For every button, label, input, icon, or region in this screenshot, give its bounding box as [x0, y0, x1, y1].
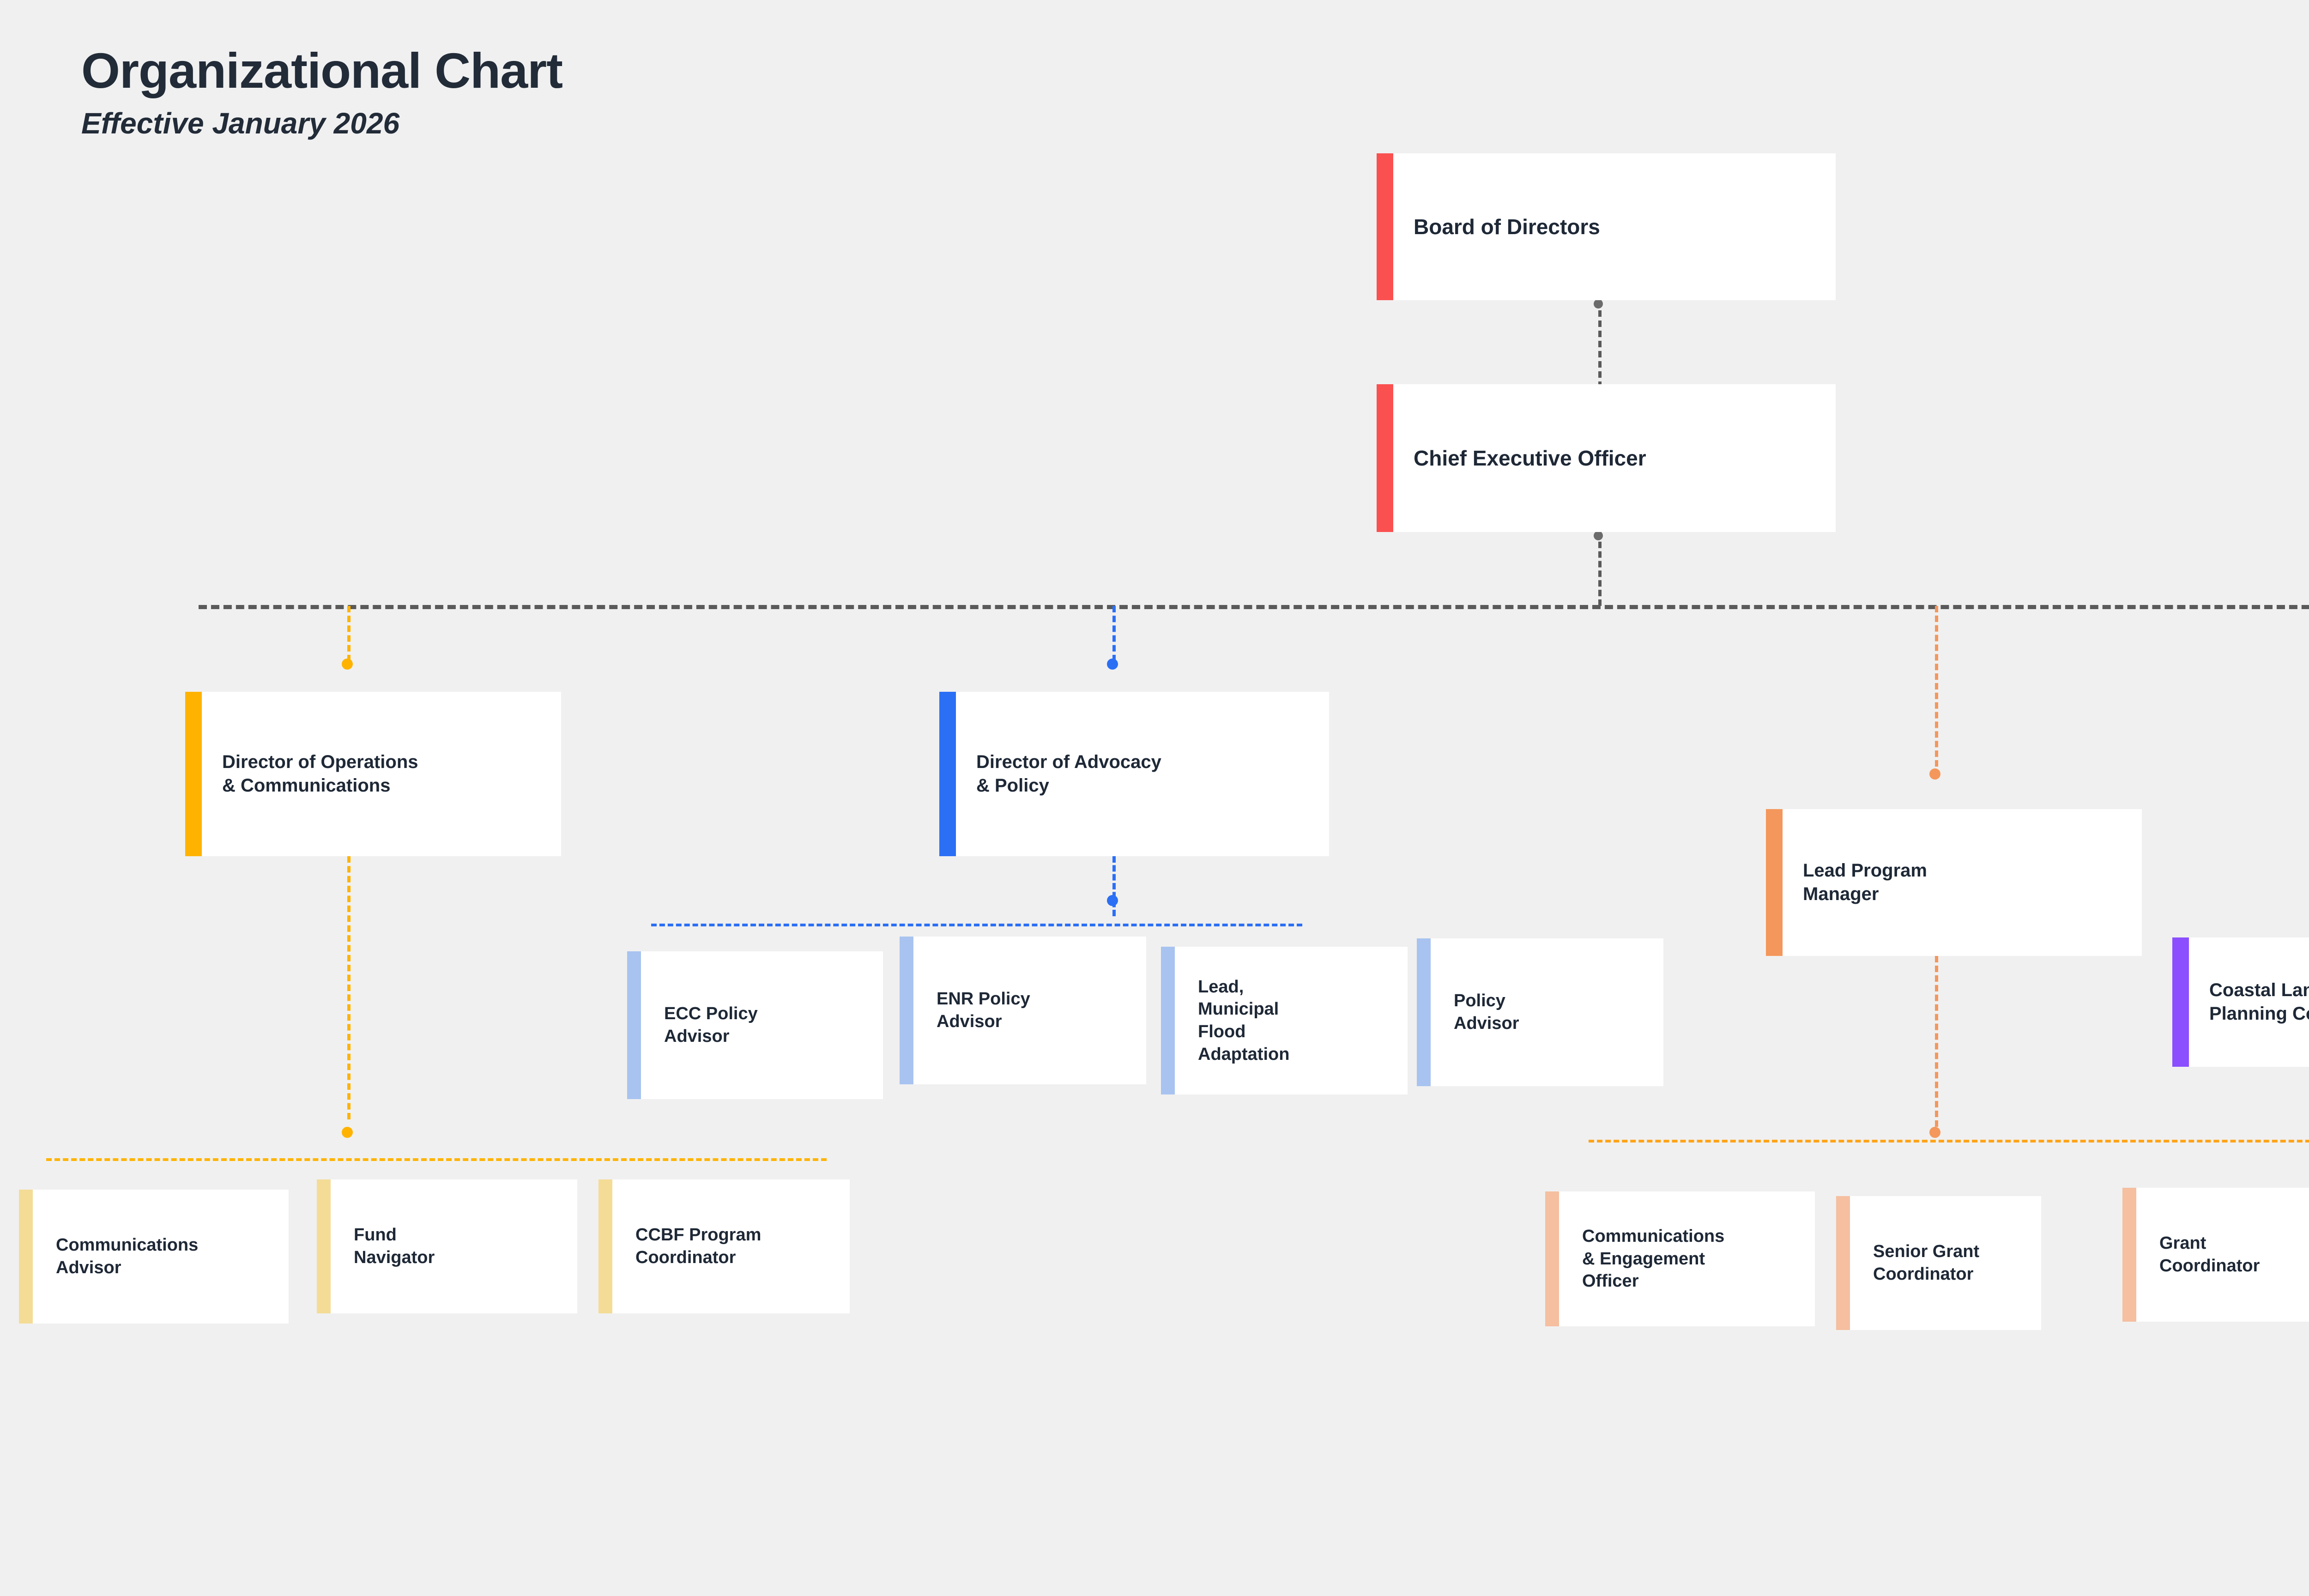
node-label: Lead Program Manager: [1803, 860, 1927, 904]
accent-bar: [317, 1179, 331, 1313]
connector-dot-board-ceo: [1594, 299, 1603, 308]
node-communications-advisor[interactable]: Communications Advisor: [19, 1190, 289, 1324]
connector-dot-dir-adv: [1107, 659, 1118, 670]
node-label: ENR Policy Advisor: [937, 989, 1030, 1031]
node-label: Chief Executive Officer: [1414, 446, 1646, 470]
connector-bus-to-lead-pm: [1935, 606, 1938, 767]
node-board-of-directors[interactable]: Board of Directors: [1377, 153, 1836, 300]
node-label: Director of Advocacy & Policy: [976, 751, 1161, 796]
node-label: Director of Operations & Communications: [222, 751, 418, 796]
connector-executive-bus: [199, 605, 2309, 609]
page-title: Organizational Chart: [81, 42, 563, 98]
node-label: Grant Coordinator: [2159, 1233, 2260, 1276]
node-label: Lead, Municipal Flood Adaptation: [1198, 977, 1290, 1064]
connector-bus-to-dir-ops: [347, 606, 351, 661]
accent-bar: [1377, 153, 1393, 300]
connector-dir-adv-down: [1112, 856, 1116, 916]
connector-board-to-ceo: [1598, 300, 1602, 388]
chart-header: Organizational Chart Effective January 2…: [81, 42, 563, 140]
connector-dot-dir-adv-down: [1107, 895, 1118, 906]
node-chief-executive-officer[interactable]: Chief Executive Officer: [1377, 384, 1836, 532]
node-lead-municipal-flood-adaptation[interactable]: Lead, Municipal Flood Adaptation: [1161, 947, 1408, 1094]
connector-ceo-to-bus: [1598, 532, 1602, 606]
connector-lead-pm-down: [1935, 956, 1938, 1127]
node-label: CCBF Program Coordinator: [635, 1225, 762, 1267]
connector-advocacy-children-bus: [651, 924, 1302, 926]
accent-bar: [185, 692, 202, 856]
node-ecc-policy-advisor[interactable]: ECC Policy Advisor: [627, 951, 883, 1099]
accent-bar: [939, 692, 956, 856]
connector-dot-lead-pm: [1929, 768, 1940, 780]
node-director-of-advocacy-policy[interactable]: Director of Advocacy & Policy: [939, 692, 1329, 856]
connector-dot-dir-ops-down: [342, 1127, 353, 1138]
node-fund-navigator[interactable]: Fund Navigator: [317, 1179, 577, 1313]
node-label: Fund Navigator: [354, 1225, 435, 1267]
accent-bar: [2122, 1188, 2136, 1322]
node-policy-advisor[interactable]: Policy Advisor: [1417, 938, 1663, 1086]
accent-bar: [1377, 384, 1393, 532]
accent-bar: [1161, 947, 1175, 1094]
page-subtitle: Effective January 2026: [81, 107, 400, 140]
node-grant-coordinator[interactable]: Grant Coordinator: [2122, 1188, 2309, 1322]
connector-dot-lead-pm-down: [1929, 1127, 1940, 1138]
node-label: Board of Directors: [1414, 214, 1600, 239]
connector-bus-to-dir-adv: [1112, 606, 1116, 661]
node-label: Communications & Engagement Officer: [1582, 1227, 1725, 1291]
node-coastal-land-use-planning-coordinator[interactable]: Coastal Land Use Planning Coordinator: [2172, 937, 2309, 1067]
accent-bar: [1417, 938, 1431, 1086]
accent-bar: [1766, 809, 1783, 956]
node-enr-policy-advisor[interactable]: ENR Policy Advisor: [900, 937, 1146, 1084]
connector-dot-ceo-bus: [1594, 531, 1603, 540]
node-senior-grant-coordinator[interactable]: Senior Grant Coordinator: [1836, 1196, 2041, 1330]
accent-bar: [598, 1179, 612, 1313]
node-director-of-operations-communications[interactable]: Director of Operations & Communications: [185, 692, 561, 856]
connector-operations-children-bus: [46, 1158, 827, 1161]
connector-dot-dir-ops: [342, 659, 353, 670]
node-label: Policy Advisor: [1454, 991, 1519, 1033]
node-lead-program-manager[interactable]: Lead Program Manager: [1766, 809, 2142, 956]
node-label: Coastal Land Use Planning Coordinator: [2209, 979, 2309, 1024]
node-label: Communications Advisor: [56, 1235, 199, 1277]
accent-bar: [1836, 1196, 1850, 1330]
node-ccbf-program-coordinator[interactable]: CCBF Program Coordinator: [598, 1179, 850, 1313]
accent-bar: [2172, 937, 2189, 1067]
node-communications-engagement-officer[interactable]: Communications & Engagement Officer: [1545, 1191, 1815, 1326]
accent-bar: [19, 1190, 33, 1324]
accent-bar: [1545, 1191, 1559, 1326]
connector-dir-ops-down: [347, 856, 351, 1119]
connector-programs-children-bus: [1589, 1140, 2309, 1143]
accent-bar: [627, 951, 641, 1099]
node-label: ECC Policy Advisor: [664, 1004, 758, 1046]
node-label: Senior Grant Coordinator: [1873, 1242, 1980, 1284]
accent-bar: [900, 937, 913, 1084]
